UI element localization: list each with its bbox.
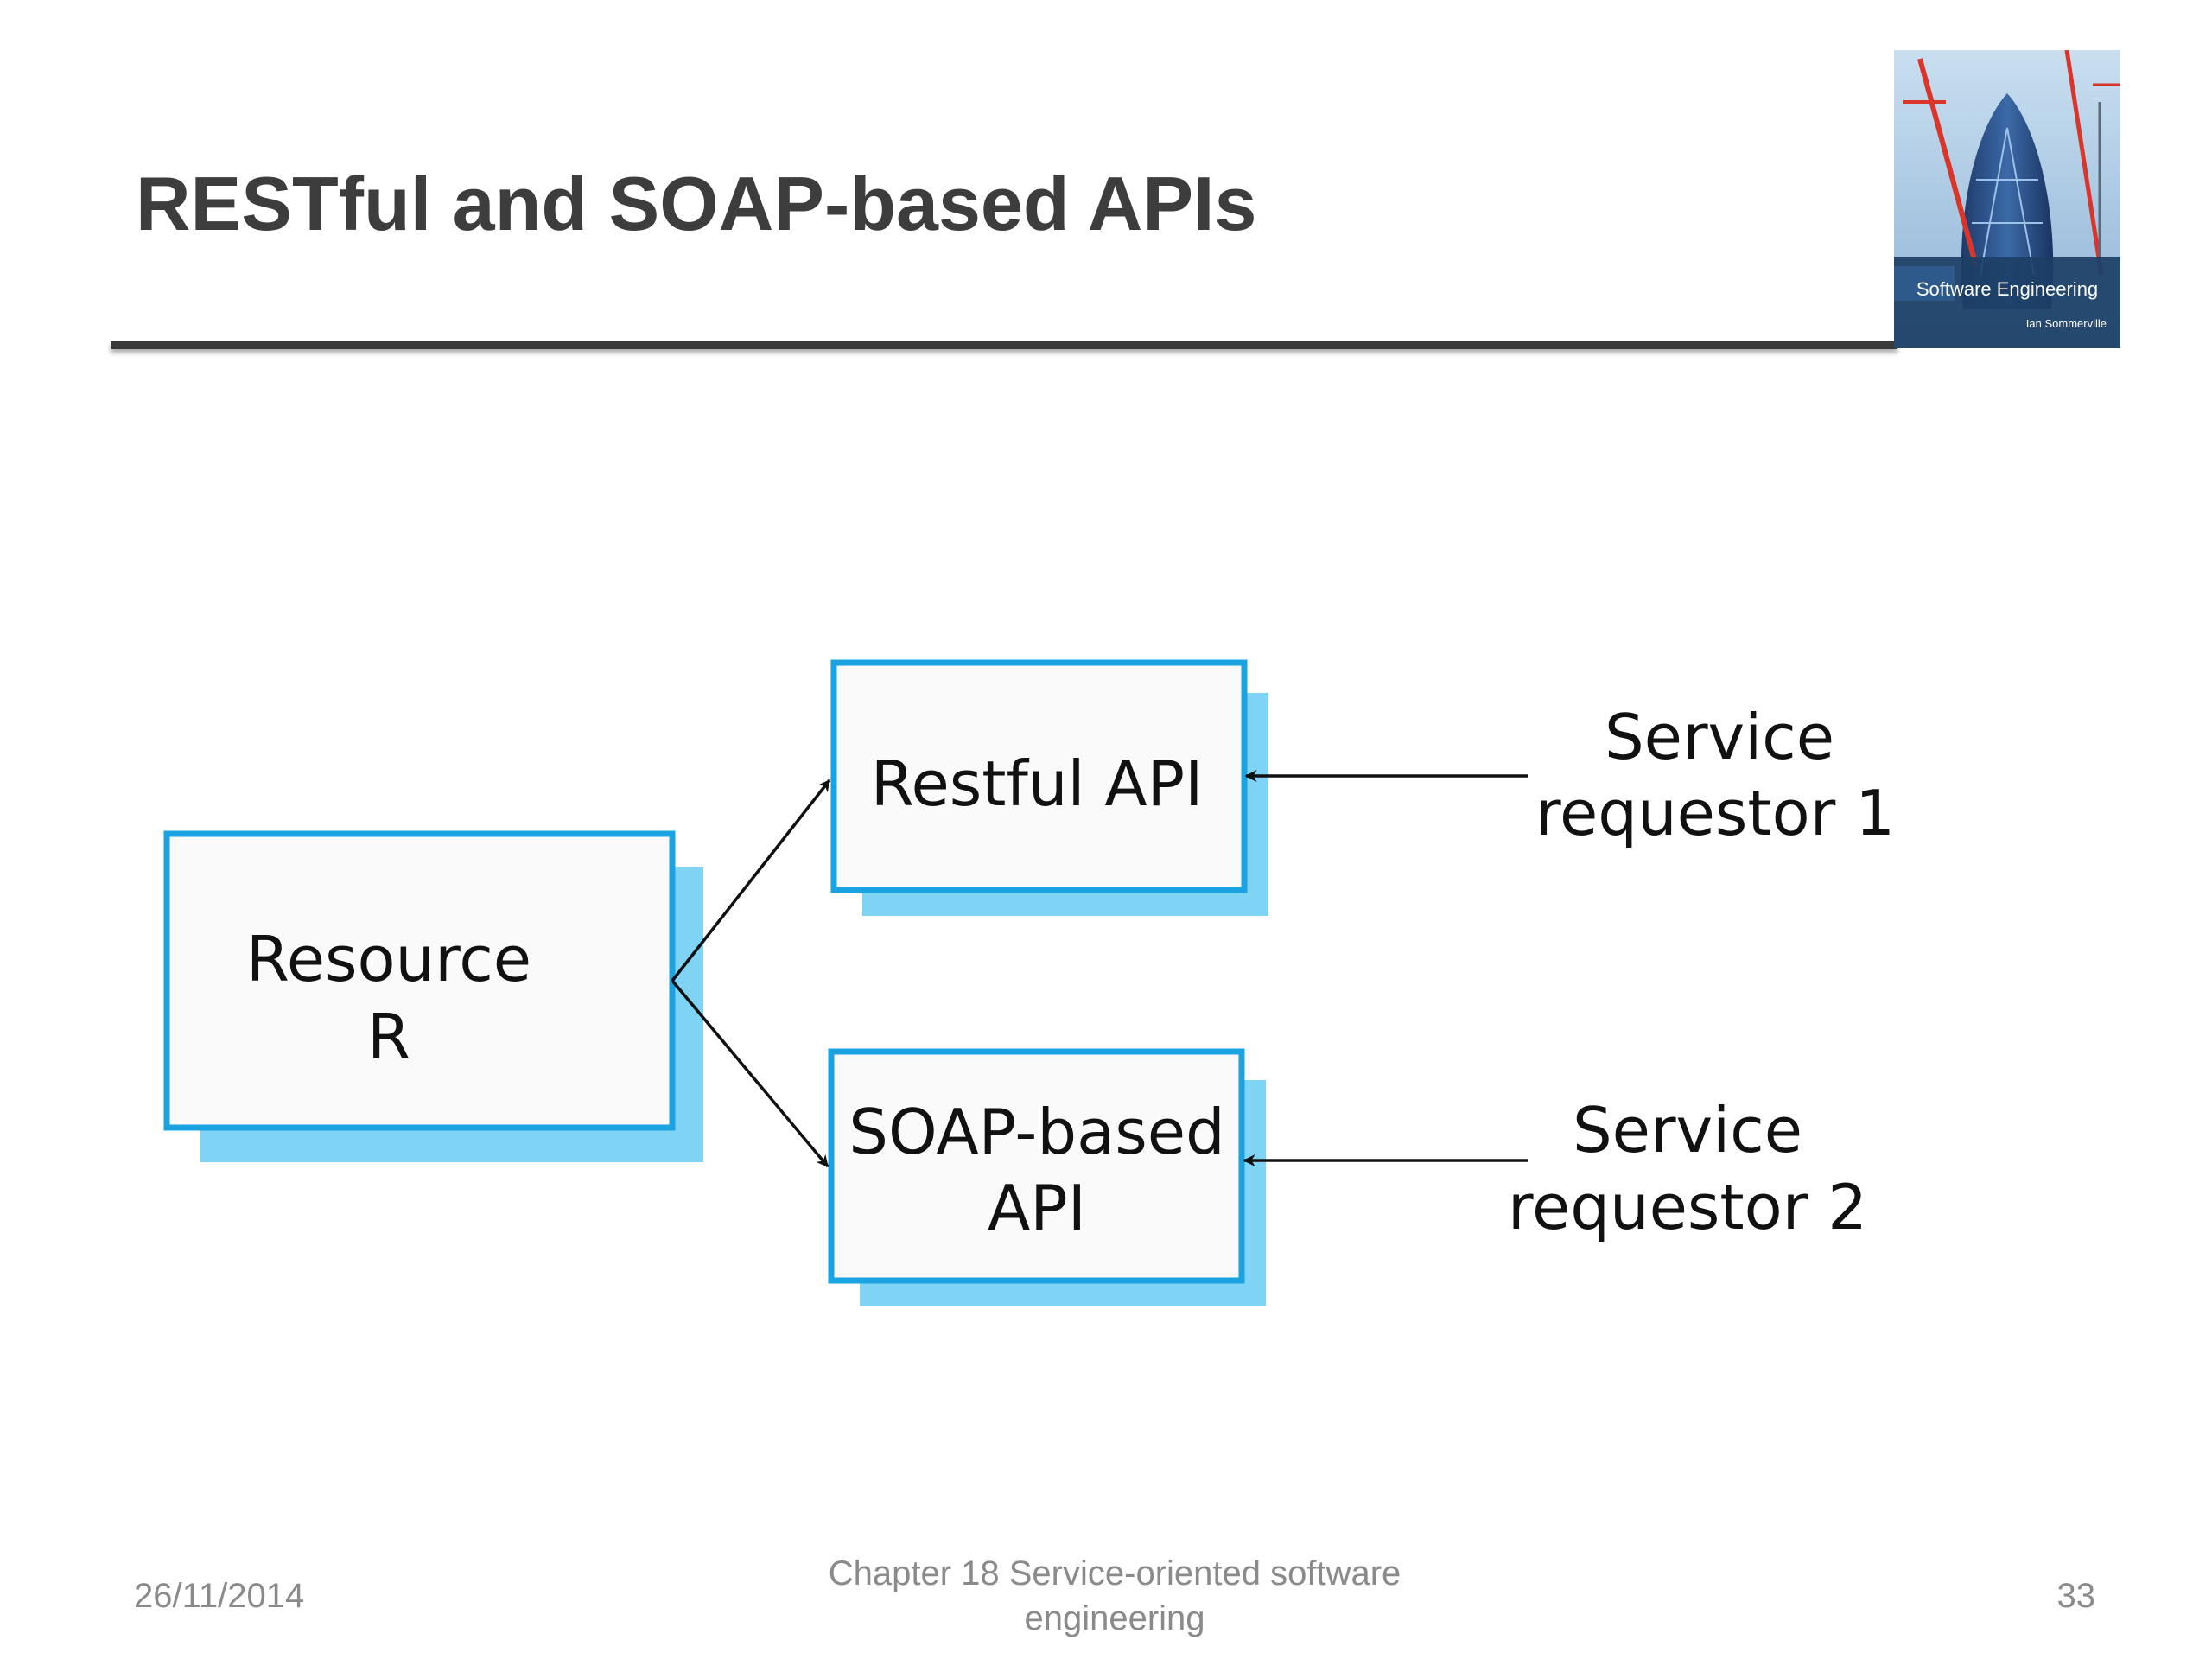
restful-api-box	[830, 659, 1248, 893]
soap-api-label-line2: API	[988, 1172, 1086, 1244]
resource-node-label-line2: R	[367, 1001, 410, 1073]
service-requestor-2: Service requestor 2	[1508, 1094, 1867, 1243]
service-requestor-1-line1: Service	[1605, 701, 1834, 773]
restful-api-label: Restful API	[871, 747, 1204, 820]
soap-api-node: SOAP-based API	[828, 1048, 1266, 1306]
footer-chapter-line2: engineering	[1024, 1599, 1205, 1637]
soap-api-box	[828, 1048, 1245, 1284]
title-divider	[111, 341, 1897, 349]
resource-node-box	[163, 830, 676, 1131]
restful-api-node: Restful API	[830, 659, 1268, 916]
resource-node-label-line1: Resource	[246, 923, 531, 995]
footer-date: 26/11/2014	[134, 1577, 305, 1615]
page-number: 33	[2056, 1577, 2096, 1615]
book-cover-graphic	[1894, 50, 2120, 348]
cover-title: Software Engineering	[1916, 278, 2099, 300]
service-requestor-2-line2: requestor 2	[1508, 1171, 1867, 1243]
slide-title: RESTful and SOAP-based APIs	[136, 161, 1257, 246]
resource-node: Resource R	[163, 830, 703, 1162]
service-requestor-2-line1: Service	[1573, 1094, 1802, 1166]
cover-author: Ian Sommerville	[2025, 317, 2107, 330]
footer-chapter: Chapter 18 Service-oriented software eng…	[760, 1551, 1469, 1641]
arrow-resource-to-soap	[671, 979, 830, 1168]
service-requestor-1: Service requestor 1	[1535, 701, 1895, 849]
book-cover-image: Software Engineering Ian Sommerville	[1894, 50, 2120, 348]
arrow-resource-to-restful	[671, 779, 831, 982]
footer-chapter-line1: Chapter 18 Service-oriented software	[828, 1554, 1402, 1592]
service-requestor-1-line2: requestor 1	[1535, 777, 1895, 849]
soap-api-label-line1: SOAP-based	[849, 1096, 1225, 1168]
